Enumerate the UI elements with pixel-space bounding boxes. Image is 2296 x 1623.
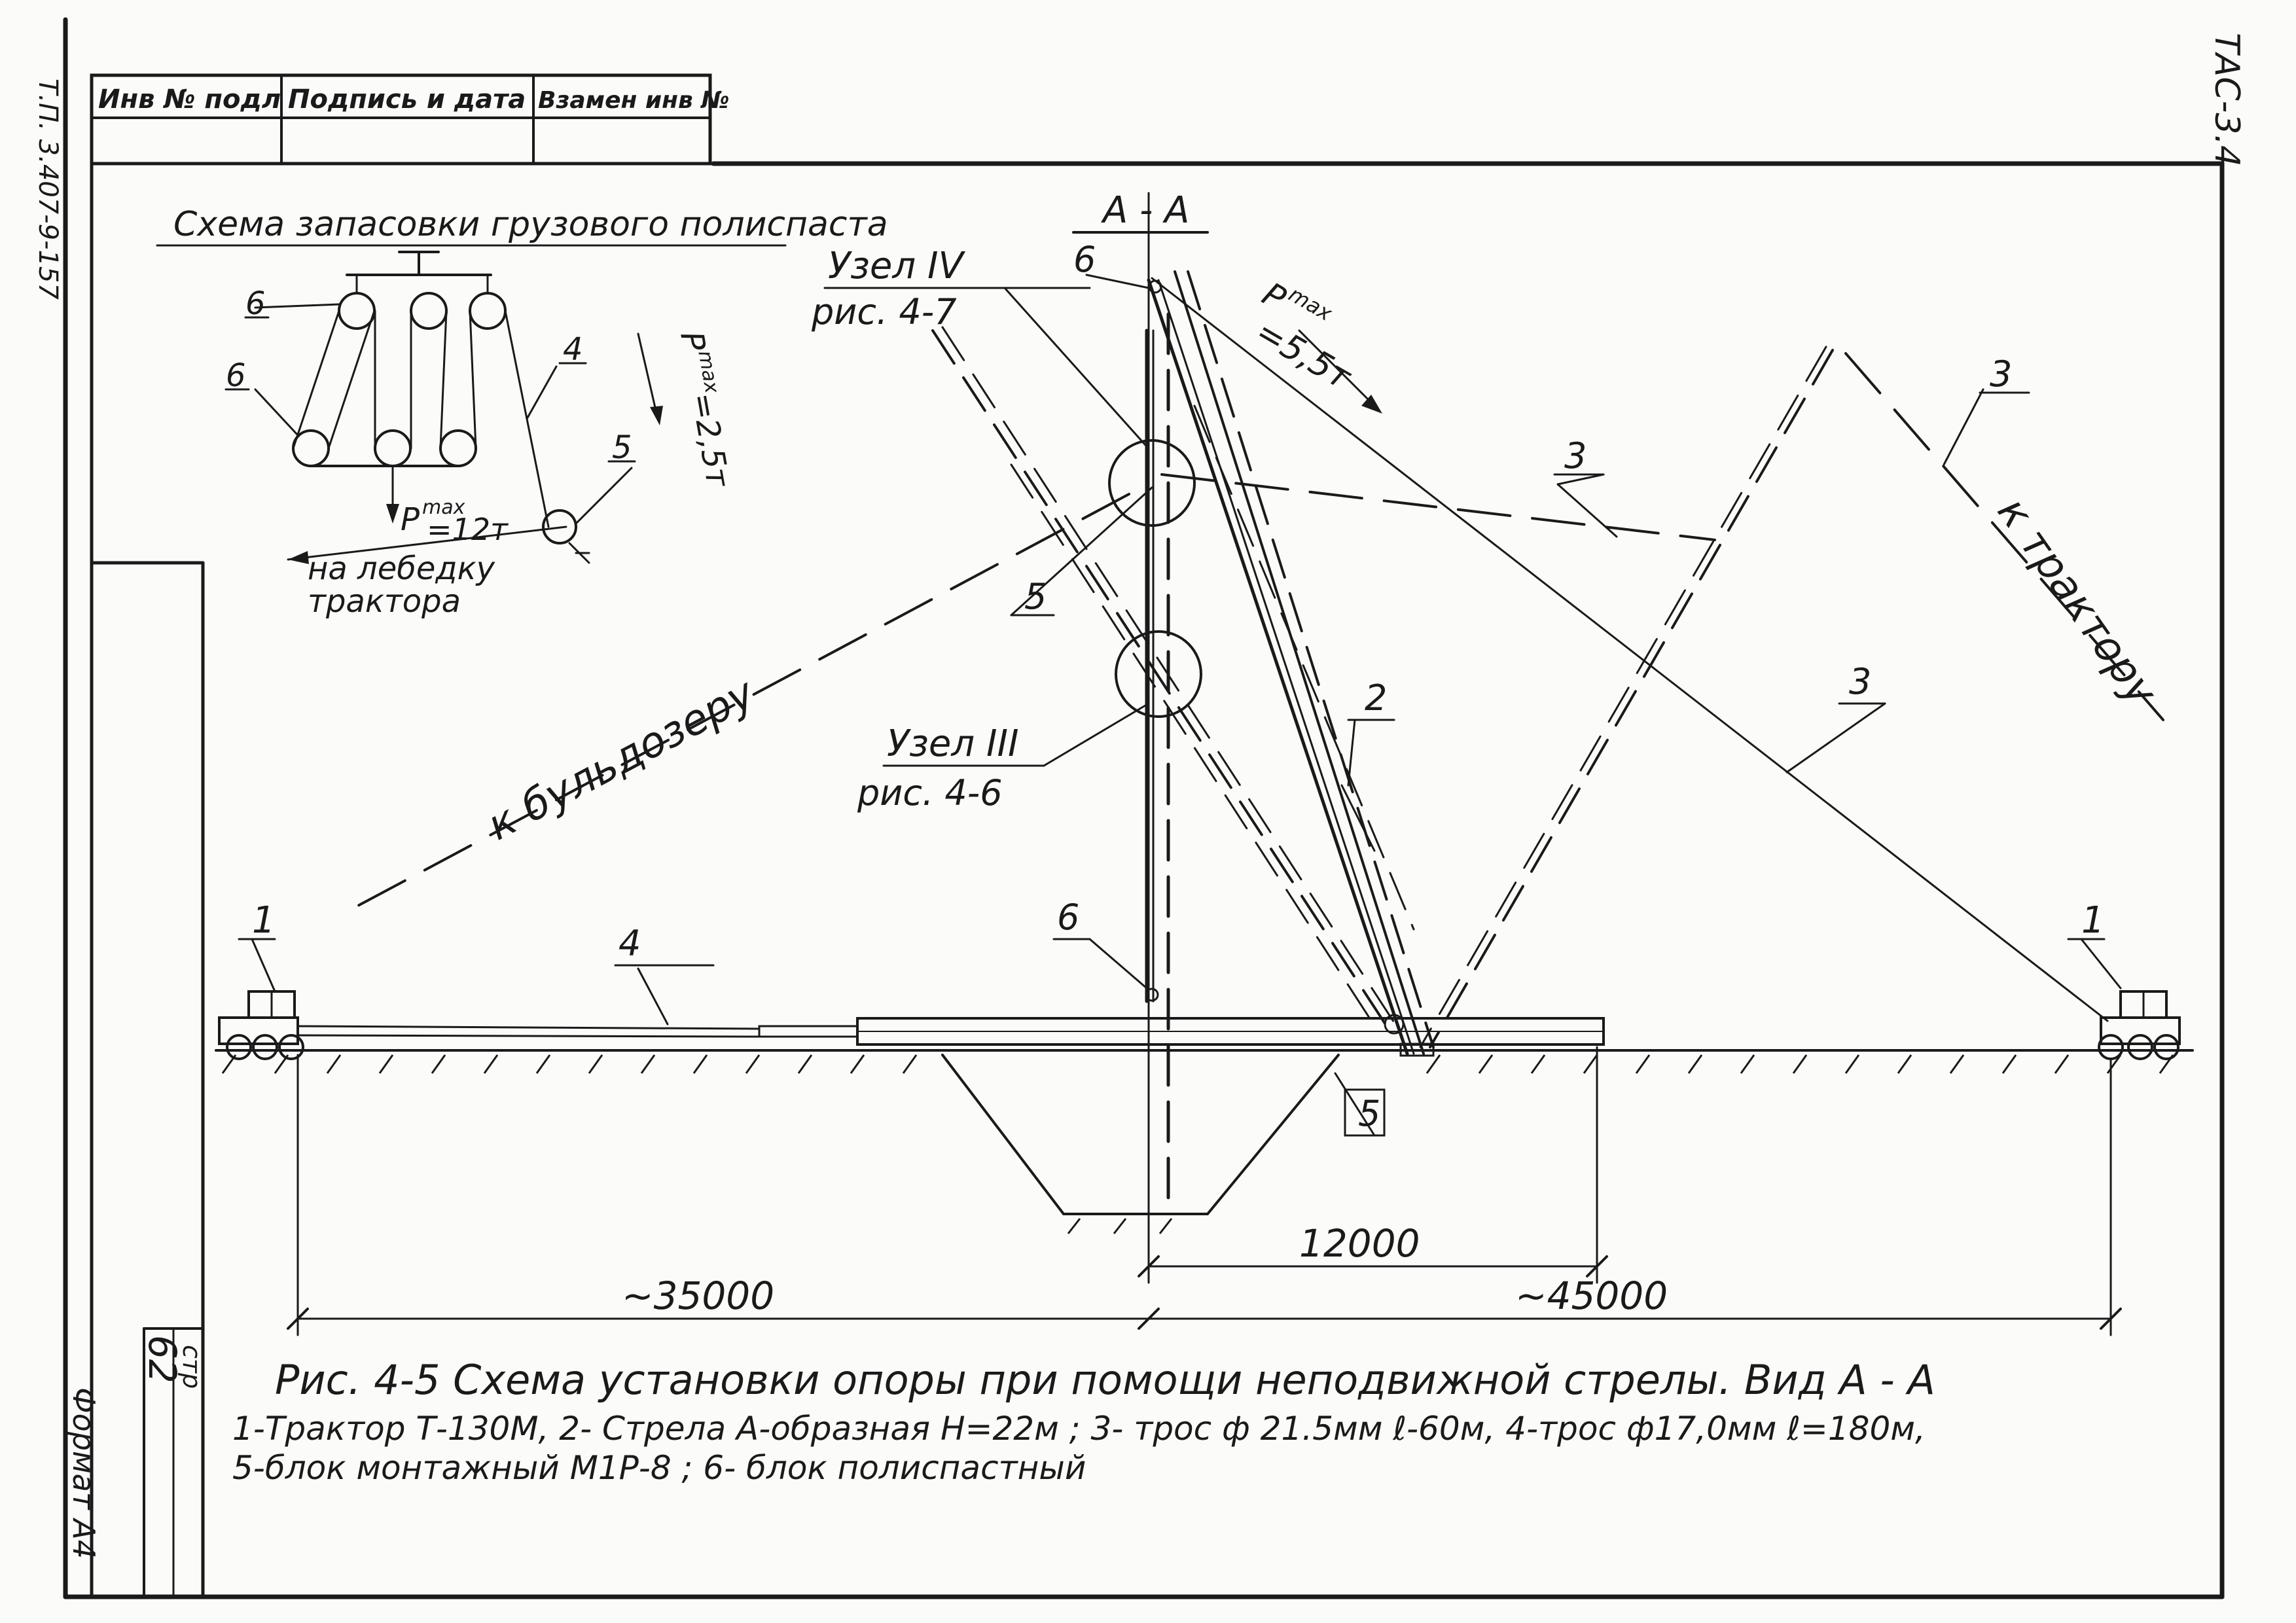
callout-boom: 2 [1365, 677, 1387, 719]
inset-winch-line1: на лебедку [308, 550, 495, 587]
section-label: А - А [1101, 189, 1189, 232]
inset-callout-4: 4 [563, 331, 583, 368]
inset-winch-line2: трактора [308, 583, 461, 620]
to-bulldozer-label: к бульдозеру [480, 669, 763, 850]
sheet-code: ТАС-3.4 [2207, 33, 2246, 167]
dimension-lines [287, 1046, 2122, 1336]
inset-title: Схема запасовки грузового полиспаста [173, 205, 888, 244]
stamp-header-sign: Подпись и дата [288, 84, 526, 115]
to-tractor-label: к трактору [1988, 489, 2166, 715]
callout-node4-line2: рис. 4-7 [811, 291, 957, 332]
callout-block6-bottom: 6 [1057, 897, 1079, 938]
main-load-p: P [1256, 275, 1293, 318]
callout-block6-top: 6 [1073, 239, 1096, 280]
boom [1147, 270, 1435, 1057]
inset-load-top-val: =2,5т [684, 390, 737, 491]
callout-block5-top: 5 [1024, 576, 1047, 617]
dim-45000: ~45000 [1515, 1274, 1668, 1318]
page-number: 62 [140, 1335, 185, 1383]
node-4-circle [1108, 439, 1196, 527]
callout-node4-line1: Узел IV [828, 245, 965, 287]
main-drawing: А - А P [215, 189, 2194, 1336]
foundation-pit [941, 1054, 1340, 1215]
callout-rope4: 4 [619, 923, 641, 964]
inset-callout-5: 5 [612, 429, 632, 466]
inset-load-bottom-sup: max [422, 496, 465, 519]
main-load-sup: max [1284, 281, 1336, 326]
callout-rope3-a: 3 [1564, 435, 1587, 476]
inset-callout-6b: 6 [226, 357, 246, 394]
sheet-format: Формат А4 [66, 1387, 101, 1559]
page-label: стр [177, 1345, 206, 1389]
side-note: Т.П. 3.407-9-157 [33, 79, 63, 300]
dim-35000: ~35000 [622, 1274, 774, 1318]
callout-tractor-left: 1 [252, 899, 276, 942]
callout-block5-bottom: 5 [1358, 1093, 1380, 1134]
stamp-table: Инв № подл Подпись и дата Взамен инв № [90, 73, 730, 166]
main-load-val: =5,5т [1249, 312, 1358, 398]
callout-rope3-b: 3 [1990, 353, 2012, 395]
ground-hatching [221, 1054, 2174, 1074]
page-number-block: стр 62 Формат А4 [66, 1327, 206, 1598]
callout-node3-line2: рис. 4-6 [857, 772, 1003, 813]
caption-line2: 5-блок монтажный М1Р-8 ; 6- блок полиспа… [232, 1449, 1086, 1487]
inset-load-top-sup: max [693, 349, 723, 395]
pole-lying [758, 1017, 1605, 1046]
stamp-header-inv: Инв № подл [98, 84, 281, 115]
callout-node3-line1: Узел III [887, 722, 1019, 765]
inset-callout-6a: 6 [245, 285, 266, 322]
rope-3 [1151, 277, 2109, 1022]
inset-load-bottom-p: P [401, 501, 420, 538]
inset-load-bottom-val: =12т [427, 512, 509, 547]
caption-line1: 1-Трактор Т-130М, 2- Стрела А-образная Н… [232, 1410, 1926, 1448]
figure-caption: Рис. 4-5 Схема установки опоры при помощ… [232, 1356, 1935, 1487]
callout-rope3-c: 3 [1849, 661, 1871, 702]
tractor-right [2098, 990, 2181, 1060]
pole-vertical [1145, 312, 1170, 1213]
tractor-left [218, 990, 304, 1060]
stamp-header-replace: Взамен инв № [538, 87, 730, 114]
dim-12000: 12000 [1299, 1221, 1420, 1266]
caption-title: Рис. 4-5 Схема установки опоры при помощ… [275, 1356, 1935, 1404]
node-3-circle [1115, 630, 1202, 718]
callout-tractor-right: 1 [2081, 899, 2105, 942]
reeving-scheme-inset: Схема запасовки грузового полиспаста [156, 205, 888, 620]
rope-4 [296, 1025, 761, 1030]
